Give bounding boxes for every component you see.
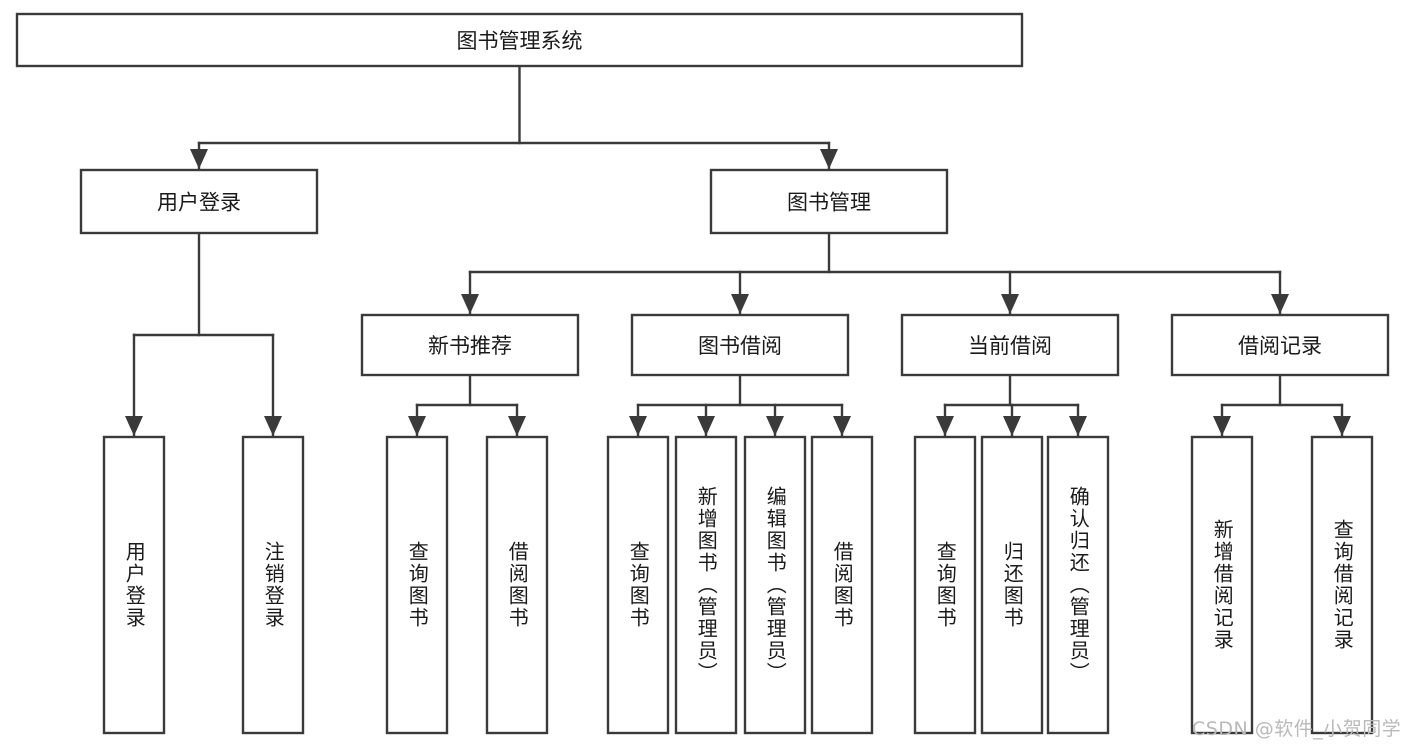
level3-node-box-2[interactable] [900, 313, 1120, 377]
newbook-to-leaves-arrow-icon-0 [408, 416, 426, 436]
record-to-leaves-arrow-icon-0 [1213, 416, 1231, 436]
bookmgmt-to-level3-arrow-icon-0 [461, 294, 479, 314]
root-node-box[interactable] [15, 12, 1024, 68]
borrow-to-leaves-arrow-icon-0 [629, 416, 647, 436]
login-to-leaves-arrow-icon-1 [264, 416, 282, 436]
level2-node-box-1[interactable] [709, 168, 949, 235]
leaf-node-box-2[interactable] [385, 435, 449, 735]
leaf-node-box-5[interactable] [674, 435, 738, 735]
level3-node-box-0[interactable] [360, 313, 580, 377]
level3-node-label-0: 新书推荐 [428, 334, 512, 358]
borrow-to-leaves-arrow-icon-1 [697, 416, 715, 436]
leaf-node-box-6[interactable] [743, 435, 807, 735]
level3-node-box-3[interactable] [1170, 313, 1390, 377]
leaf-node-box-12[interactable] [1310, 435, 1374, 735]
leaf-node-box-10[interactable] [1046, 435, 1110, 735]
level3-node-label-2: 当前借阅 [968, 334, 1052, 358]
borrow-to-leaves-arrow-icon-2 [766, 416, 784, 436]
current-to-leaves-arrow-icon-0 [936, 416, 954, 436]
leaf-node-box-3[interactable] [485, 435, 549, 735]
current-to-leaves-arrow-icon-1 [1003, 416, 1021, 436]
record-to-leaves-arrow-icon-1 [1333, 416, 1351, 436]
leaf-node-box-1[interactable] [241, 435, 305, 735]
root-to-level2-arrow-icon-0 [190, 149, 208, 169]
leaf-node-box-8[interactable] [913, 435, 977, 735]
leaf-node-box-4[interactable] [606, 435, 670, 735]
leaf-node-box-7[interactable] [810, 435, 874, 735]
leaf-node-box-9[interactable] [980, 435, 1044, 735]
root-node-label: 图书管理系统 [457, 29, 583, 53]
current-to-leaves-arrow-icon-2 [1069, 416, 1087, 436]
level3-node-label-1: 图书借阅 [698, 334, 782, 358]
bookmgmt-to-level3-arrow-icon-3 [1271, 294, 1289, 314]
newbook-to-leaves-arrow-icon-1 [508, 416, 526, 436]
root-to-level2-arrow-icon-1 [820, 149, 838, 169]
login-to-leaves-arrow-icon-0 [125, 416, 143, 436]
borrow-to-leaves-arrow-icon-3 [833, 416, 851, 436]
bookmgmt-to-level3-arrow-icon-1 [731, 294, 749, 314]
level3-node-box-1[interactable] [630, 313, 850, 377]
level2-node-box-0[interactable] [79, 168, 319, 235]
node-box-layer [15, 12, 1390, 735]
level2-node-label-0: 用户登录 [157, 191, 241, 215]
level2-node-label-1: 图书管理 [787, 191, 871, 215]
csdn-watermark: CSDN @软件_小贺同学 [1192, 718, 1402, 740]
bookmgmt-to-level3-arrow-icon-2 [1001, 294, 1019, 314]
leaf-node-box-0[interactable] [102, 435, 166, 735]
leaf-node-box-11[interactable] [1190, 435, 1254, 735]
level3-node-label-3: 借阅记录 [1238, 334, 1322, 358]
connector-layer [125, 64, 1351, 438]
